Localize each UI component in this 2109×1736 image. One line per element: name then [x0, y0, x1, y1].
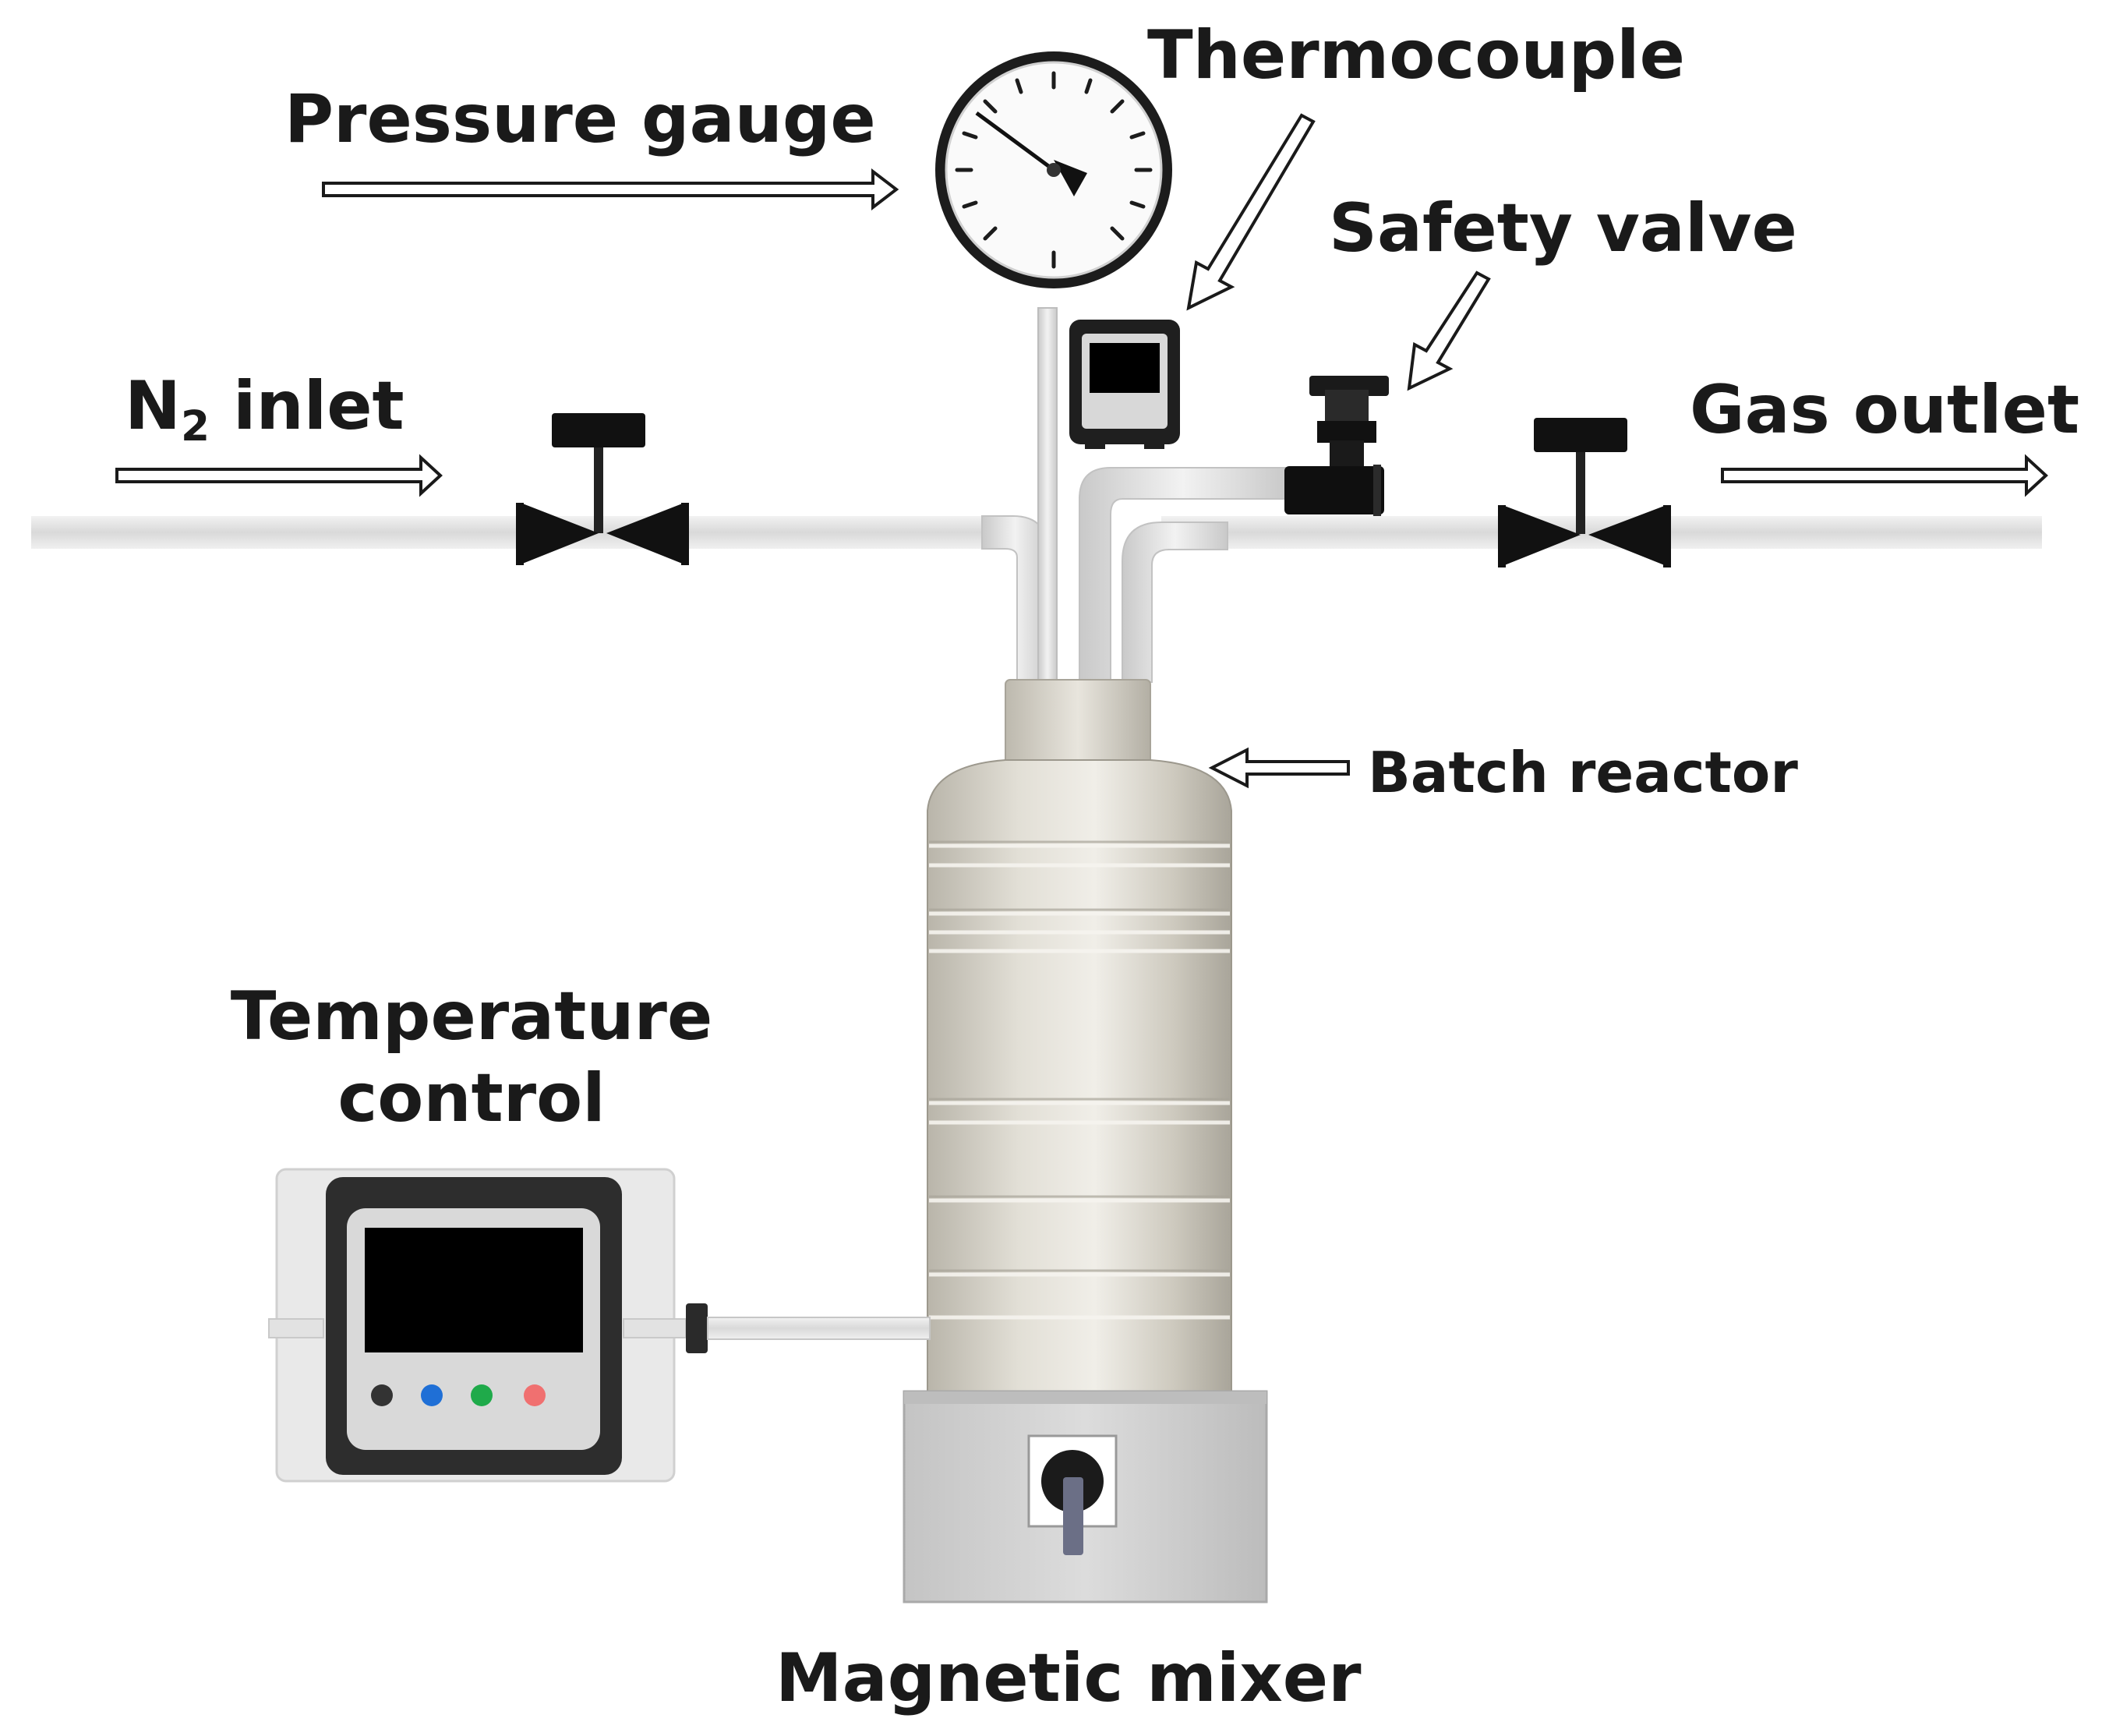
gas-outlet-arrow: [1721, 454, 2048, 497]
label-arrows: [115, 113, 2048, 789]
thermocouple-label: Thermocouple: [1147, 16, 1685, 94]
thermocouple-icon: [1069, 320, 1180, 449]
temperature-control-label-line2: control: [337, 1059, 606, 1137]
temperature-control-label-line1: Temperature: [230, 978, 713, 1055]
pressure-gauge-label: Pressure gauge: [284, 80, 876, 158]
batch-reactor-icon: [927, 679, 1232, 1400]
magnetic-mixer-icon: [903, 1390, 1268, 1603]
inlet-valve-icon: [516, 413, 689, 565]
thermocouple-arrow: [1186, 113, 1316, 311]
batch-reactor-label: Batch reactor: [1368, 740, 1798, 805]
pressure-gauge-arrow: [322, 168, 899, 211]
safety-valve-label: Safety valve: [1329, 189, 1797, 267]
n2-inlet-arrow: [115, 454, 443, 497]
outlet-valve-icon: [1498, 418, 1671, 567]
n2-inlet-label-text: inlet: [210, 367, 404, 445]
n2-inlet-label: N2 inlet: [125, 373, 404, 447]
n2-inlet-label-subscript: 2: [180, 401, 210, 451]
safety-valve-icon: [1284, 376, 1389, 516]
temperature-control-label: Temperature control: [218, 976, 725, 1140]
safety-valve-arrow: [1407, 270, 1491, 391]
n2-inlet-label-n: N: [125, 367, 181, 445]
controller-probe-rod: [707, 1317, 931, 1340]
gas-outlet-label: Gas outlet: [1690, 371, 2080, 449]
temperature-controller-icon: [268, 1168, 708, 1483]
magnetic-mixer-label: Magnetic mixer: [775, 1639, 1362, 1717]
pressure-gauge-icon: [935, 51, 1172, 288]
inlet-pipe: [31, 516, 998, 549]
batch-reactor-arrow: [1208, 747, 1350, 789]
